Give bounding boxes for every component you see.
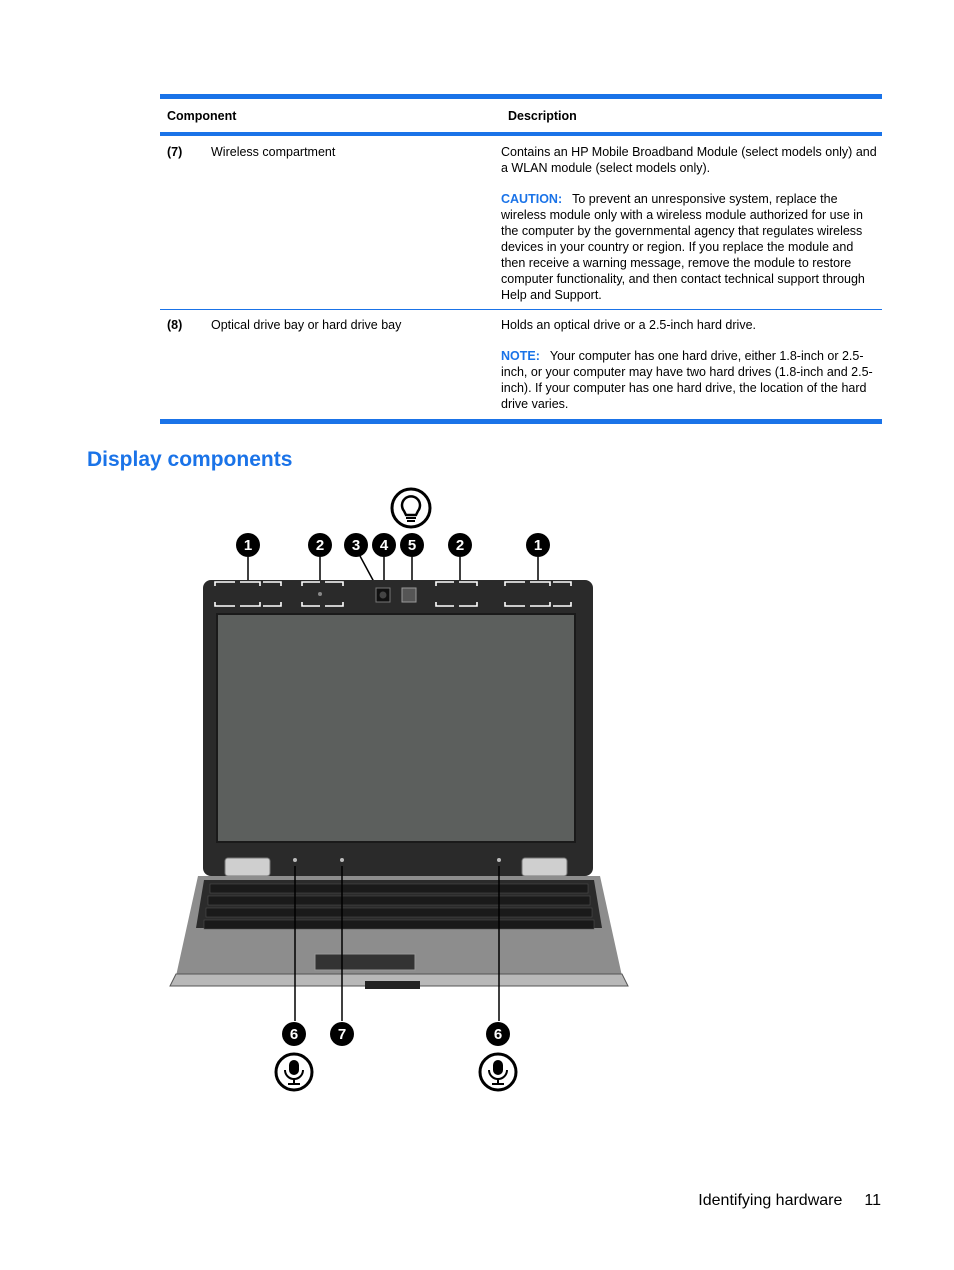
page-footer: Identifying hardware 11 bbox=[698, 1192, 881, 1210]
note: NOTE:Your computer has one hard drive, e… bbox=[501, 348, 878, 412]
callout-4: 4 bbox=[372, 533, 396, 557]
lightbulb-icon bbox=[390, 487, 432, 529]
row-number: (8) bbox=[167, 318, 183, 332]
microphone-icon bbox=[274, 1052, 314, 1092]
webcam-light-dot bbox=[340, 858, 344, 862]
svg-text:1: 1 bbox=[534, 537, 542, 554]
row-component: Wireless compartment bbox=[211, 145, 336, 159]
table-header: Component Description bbox=[160, 99, 882, 132]
caution-note: CAUTION:To prevent an unresponsive syste… bbox=[501, 191, 878, 303]
mic-left-dot bbox=[293, 858, 297, 862]
bottom-leader-lines bbox=[294, 866, 500, 1021]
description-text: Contains an HP Mobile Broadband Module (… bbox=[501, 145, 877, 175]
callout-3: 3 bbox=[344, 533, 368, 557]
svg-text:6: 6 bbox=[290, 1026, 298, 1043]
laptop-lid bbox=[203, 580, 593, 876]
table-top-rule bbox=[160, 94, 882, 99]
note-text: Your computer has one hard drive, either… bbox=[501, 349, 873, 411]
caution-text: To prevent an unresponsive system, repla… bbox=[501, 192, 865, 302]
svg-text:2: 2 bbox=[316, 537, 324, 554]
svg-text:2: 2 bbox=[456, 537, 464, 554]
note-label: NOTE: bbox=[501, 349, 540, 363]
laptop-base bbox=[169, 857, 629, 989]
table-row: (8) Optical drive bay or hard drive bay … bbox=[160, 310, 882, 419]
section-title: Display components bbox=[87, 448, 293, 471]
svg-text:5: 5 bbox=[408, 537, 416, 554]
callout-2-left: 2 bbox=[308, 533, 332, 557]
header-component: Component bbox=[167, 108, 237, 123]
callout-5: 5 bbox=[400, 533, 424, 557]
callout-1-right: 1 bbox=[526, 533, 550, 557]
microphone-icon bbox=[478, 1052, 518, 1092]
footer-section: Identifying hardware bbox=[698, 1192, 843, 1209]
svg-text:7: 7 bbox=[338, 1026, 346, 1043]
svg-text:4: 4 bbox=[380, 537, 389, 554]
table-row: (7) Wireless compartment Contains an HP … bbox=[160, 136, 882, 309]
svg-text:3: 3 bbox=[352, 537, 360, 554]
laptop-display-figure: 1 2 3 4 5 2 1 bbox=[169, 487, 629, 1092]
svg-text:1: 1 bbox=[244, 537, 252, 554]
header-description: Description bbox=[508, 108, 577, 123]
row-number: (7) bbox=[167, 145, 183, 159]
callout-7: 7 bbox=[330, 1022, 354, 1046]
callout-2-right: 2 bbox=[448, 533, 472, 557]
description-text: Holds an optical drive or a 2.5-inch har… bbox=[501, 318, 756, 332]
svg-text:6: 6 bbox=[494, 1026, 502, 1043]
row-divider bbox=[160, 309, 882, 310]
row-component: Optical drive bay or hard drive bay bbox=[211, 318, 402, 332]
callout-6-right: 6 bbox=[486, 1022, 510, 1046]
page-number: 11 bbox=[864, 1192, 881, 1209]
callout-1-left: 1 bbox=[236, 533, 260, 557]
components-table: Component Description (7) Wireless compa… bbox=[160, 94, 882, 424]
table-bottom-rule bbox=[160, 419, 882, 424]
row-description: Contains an HP Mobile Broadband Module (… bbox=[501, 144, 882, 303]
callout-6-left: 6 bbox=[282, 1022, 306, 1046]
row-description: Holds an optical drive or a 2.5-inch har… bbox=[501, 317, 882, 412]
mic-right-dot bbox=[497, 858, 501, 862]
caution-label: CAUTION: bbox=[501, 192, 563, 206]
header-rule bbox=[160, 132, 882, 136]
